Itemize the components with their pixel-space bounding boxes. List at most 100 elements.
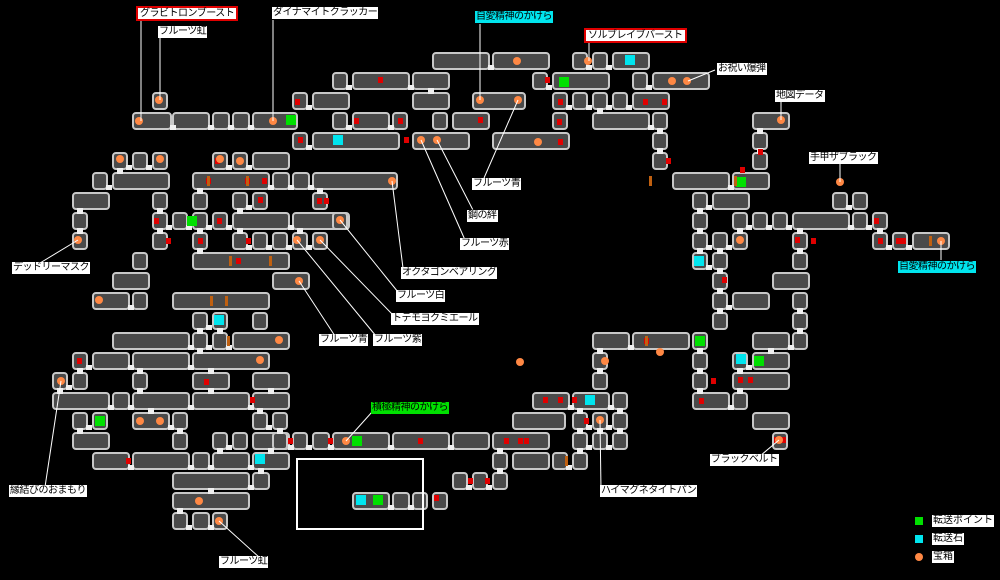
map-door	[237, 228, 243, 234]
map-door	[288, 185, 294, 190]
map-room	[132, 352, 190, 370]
map-door	[497, 448, 503, 454]
map-door	[297, 228, 303, 234]
trap-icon	[468, 478, 473, 484]
map-room	[112, 332, 190, 350]
map-door	[248, 465, 254, 470]
map-door	[266, 245, 272, 250]
trap-icon	[795, 237, 800, 243]
warp-point-icon	[736, 177, 746, 187]
map-door	[268, 185, 274, 190]
map-door	[746, 225, 752, 230]
map-door	[597, 348, 603, 354]
map-room	[172, 112, 210, 130]
trap-icon	[666, 158, 671, 164]
warp-point-icon	[187, 216, 197, 226]
map-room	[52, 392, 110, 410]
map-door	[388, 445, 394, 450]
map-door	[706, 245, 712, 250]
trap-icon	[901, 238, 906, 244]
map-door	[246, 205, 252, 210]
trap-icon	[545, 77, 550, 83]
label-fruit-rainbow-2: フルーツ虹	[219, 556, 269, 568]
gate-icon	[225, 296, 228, 306]
map-room	[152, 192, 168, 210]
map-door	[197, 228, 203, 234]
treasure-chest-icon	[683, 77, 691, 85]
map-room	[172, 412, 188, 430]
leader-line	[599, 419, 602, 491]
trap-icon	[558, 397, 563, 403]
map-room	[92, 452, 130, 470]
leader-line	[296, 239, 377, 337]
map-door	[66, 385, 72, 390]
leader-line	[298, 280, 336, 337]
warp-point-icon	[912, 516, 926, 526]
map-door	[306, 445, 312, 450]
map-door	[77, 428, 83, 434]
map-door	[246, 165, 252, 170]
map-door	[697, 248, 703, 254]
map-room	[612, 412, 628, 430]
map-room	[432, 112, 448, 130]
map-door	[486, 485, 492, 490]
gate-icon	[929, 236, 932, 246]
leader-line	[436, 139, 475, 213]
map-room	[112, 172, 170, 190]
trap-icon	[295, 99, 300, 105]
map-door	[797, 248, 803, 254]
map-room	[272, 432, 288, 450]
map-room	[632, 72, 648, 90]
trap-icon	[398, 118, 403, 124]
map-legend: 転送ポイント 転送石 宝箱	[912, 512, 994, 566]
trap-icon	[204, 379, 209, 385]
map-room	[452, 432, 490, 450]
map-room	[432, 52, 490, 70]
map-door	[606, 425, 612, 430]
map-room	[592, 112, 650, 130]
map-room	[692, 212, 708, 230]
map-door	[617, 408, 623, 414]
map-door	[286, 245, 292, 250]
map-door	[186, 525, 192, 530]
map-room	[92, 292, 130, 310]
gate-icon	[734, 176, 737, 186]
map-room	[172, 292, 270, 310]
map-door	[577, 428, 583, 434]
map-room	[192, 512, 210, 530]
warp-stone-icon	[912, 534, 926, 544]
map-door	[77, 208, 83, 214]
map-room	[732, 372, 790, 390]
map-door	[577, 408, 583, 414]
map-door	[408, 85, 414, 90]
map-door	[217, 448, 223, 454]
map-room	[172, 472, 250, 490]
trap-icon	[643, 99, 648, 105]
label-sol-blaze-burst: ソルブレイブバースト	[584, 28, 687, 43]
trap-icon	[324, 198, 329, 204]
map-room	[412, 132, 470, 150]
map-door	[568, 405, 574, 410]
map-room	[232, 232, 248, 250]
map-door	[166, 225, 172, 230]
map-door	[266, 425, 272, 430]
map-room	[192, 352, 270, 370]
trap-icon	[584, 418, 589, 424]
warp-stone-icon	[585, 395, 595, 405]
map-room	[752, 212, 768, 230]
map-room	[212, 332, 228, 350]
map-door	[797, 328, 803, 334]
gate-icon	[269, 256, 272, 266]
map-room	[72, 432, 110, 450]
map-door	[768, 348, 774, 354]
gate-icon	[229, 256, 232, 266]
map-door	[726, 245, 732, 250]
map-door	[657, 128, 663, 134]
map-door	[277, 428, 283, 434]
map-door	[608, 405, 614, 410]
map-door	[408, 505, 414, 510]
warp-stone-icon	[255, 454, 265, 464]
map-room	[472, 92, 526, 110]
map-room	[612, 432, 628, 450]
